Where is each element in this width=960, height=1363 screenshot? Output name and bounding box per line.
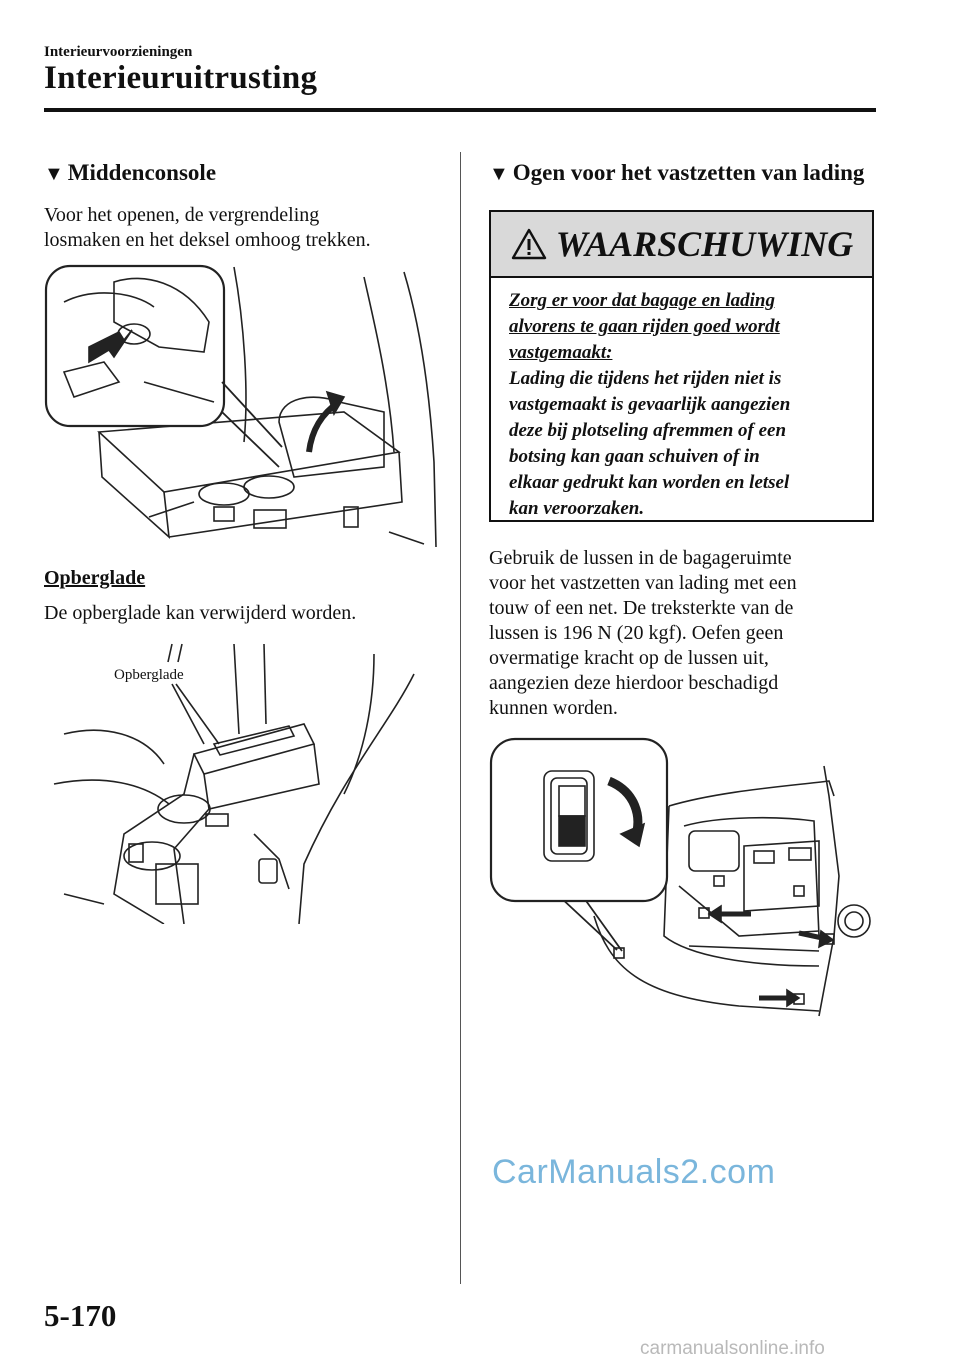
warning-underlined-line: Zorg er voor dat bagage en lading (509, 290, 775, 311)
warning-line: botsing kan gaan schuiven of in (509, 446, 760, 467)
text-line: kunnen worden. (489, 697, 618, 719)
warning-line: kan veroorzaken. (509, 498, 645, 519)
subheading-opberglade: Opberglade (44, 567, 146, 589)
text-line: lussen is 196 N (20 kgf). Oefen geen (489, 622, 784, 644)
warning-underlined-line: alvorens te gaan rijden goed wordt (509, 316, 780, 337)
warning-triangle-icon (511, 228, 546, 260)
warning-line: Lading die tijdens het rijden niet is (509, 368, 782, 389)
footer-url[interactable]: carmanualsonline.info (640, 1338, 825, 1359)
warning-text: Zorg er voor dat bagage en lading alvore… (509, 288, 856, 522)
page-number: 5-170 (44, 1298, 117, 1333)
text-line: overmatige kracht op de lussen uit, (489, 647, 769, 669)
opberglade-text: De opberglade kan verwijderd worden. (44, 602, 357, 624)
text-line: voor het vastzetten van lading met een (489, 572, 797, 594)
section-label: Interieurvoorzieningen (44, 44, 193, 60)
page-title: Interieuruitrusting (44, 60, 318, 96)
heading-text: Ogen voor het vastzetten van lading (512, 160, 865, 185)
warning-line: deze bij plotseling afremmen of een (509, 420, 787, 441)
text-line: touw of een net. De treksterkte van de (489, 597, 794, 619)
intro-paragraph: Voor het openen, de vergrendeling losmak… (44, 203, 371, 253)
cargo-hooks-paragraph: Gebruik de lussen in de bagageruimte voo… (489, 546, 797, 721)
figure-label-opberglade: Opberglade (114, 667, 184, 683)
triangle-bullet-icon: ▼ (44, 163, 64, 185)
heading-ogen: ▼Ogen voor het vastzetten van lading (489, 160, 864, 186)
triangle-bullet-icon: ▼ (489, 163, 509, 185)
console-lid-illustration (44, 264, 437, 548)
warning-title: WAARSCHUWING (555, 224, 854, 264)
warning-line: vastgemaakt is gevaarlijk aangezien (509, 394, 791, 415)
warning-line: elkaar gedrukt kan worden en letsel (509, 472, 790, 493)
text-line: aangezien deze hierdoor beschadigd (489, 672, 779, 694)
warning-underlined-line: vastgemaakt: (509, 342, 613, 363)
heading-text: Middenconsole (67, 160, 217, 185)
cargo-hooks-illustration (489, 737, 871, 1017)
column-divider (460, 152, 461, 1284)
text-line: losmaken en het deksel omhoog trekken. (44, 229, 371, 251)
warning-header: WAARSCHUWING (491, 212, 872, 278)
storage-tray-illustration (53, 643, 415, 924)
heading-middenconsole: ▼Middenconsole (44, 160, 216, 186)
title-rule (44, 108, 876, 112)
text-line: Voor het openen, de vergrendeling (44, 204, 320, 226)
text-line: Gebruik de lussen in de bagageruimte (489, 547, 792, 569)
warning-box: WAARSCHUWING Zorg er voor dat bagage en … (489, 210, 874, 522)
watermark-carmanuals2: CarManuals2.com (492, 1153, 776, 1191)
